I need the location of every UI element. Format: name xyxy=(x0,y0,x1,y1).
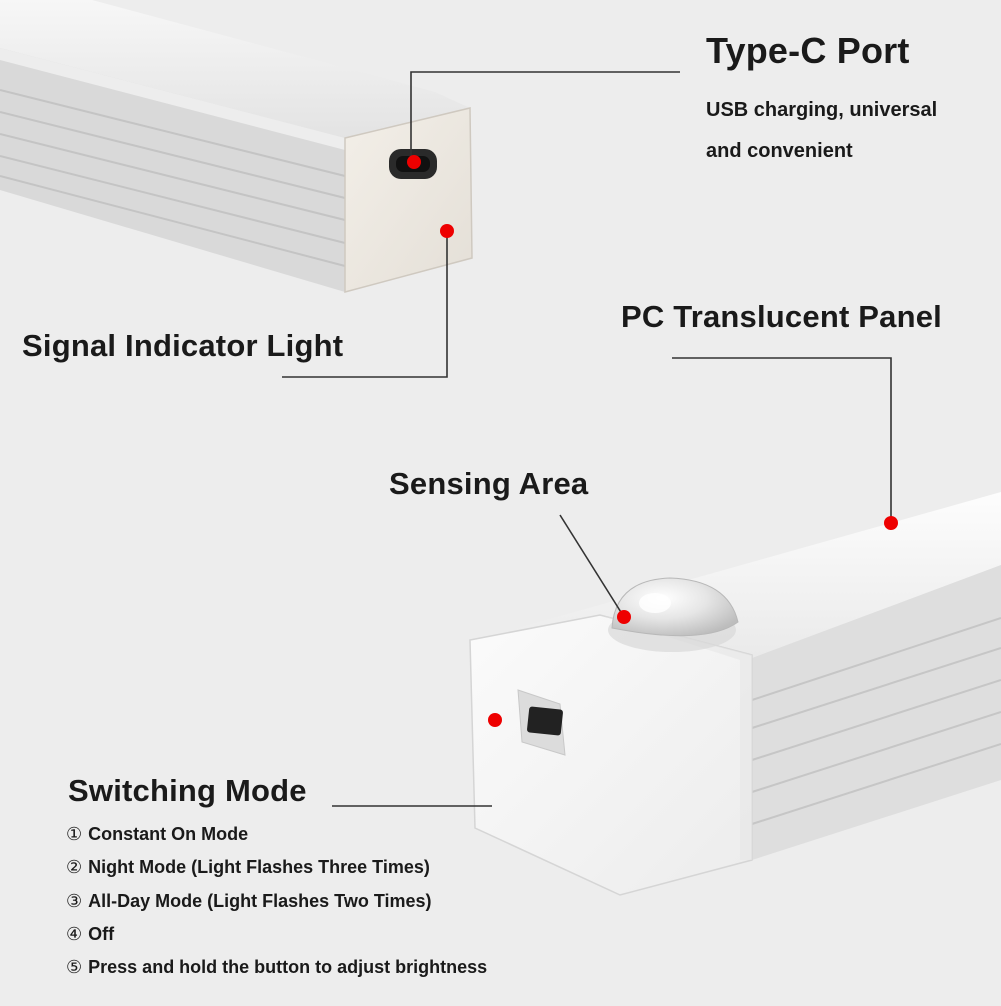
signal-light-marker-icon xyxy=(440,224,454,238)
sensing-title: Sensing Area xyxy=(389,466,589,501)
motion-sensor-dome-icon xyxy=(611,577,739,637)
panel-title: PC Translucent Panel xyxy=(621,299,942,334)
type-c-desc-line2: and convenient xyxy=(706,140,853,162)
lower-light-bar xyxy=(469,492,1001,896)
marker-dots xyxy=(407,155,898,727)
leader-lines xyxy=(282,71,892,807)
switch-marker-icon xyxy=(488,713,502,727)
type-c-marker-icon xyxy=(407,155,421,169)
type-c-desc-line1: USB charging, universal xyxy=(706,99,938,121)
sensing-marker-icon xyxy=(617,610,631,624)
signal-light-title: Signal Indicator Light xyxy=(22,328,344,363)
mode-switch-button-icon xyxy=(527,706,563,736)
switching-mode-title: Switching Mode xyxy=(68,773,307,808)
panel-marker-icon xyxy=(884,516,898,530)
upper-light-bar xyxy=(0,0,473,293)
type-c-title: Type-C Port xyxy=(706,30,910,71)
